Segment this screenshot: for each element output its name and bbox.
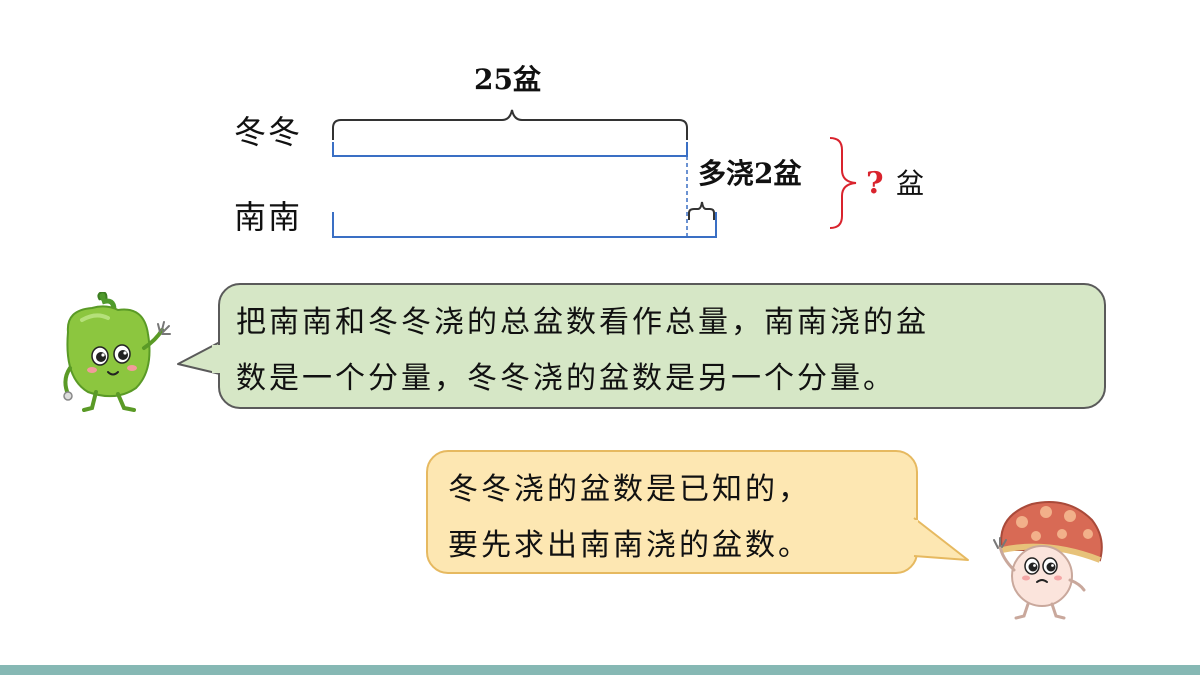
green-bubble-line-1: 把南南和冬冬浇的总盆数看作总量，南南浇的盆: [236, 305, 929, 340]
pepper-character: [63, 292, 171, 412]
row-label-nannan: 南南: [234, 198, 302, 236]
row-label-dongdong: 冬冬: [234, 113, 302, 151]
footer-bar: [0, 665, 1200, 675]
line-segment-diagram: 冬冬 南南 25盆 多浇2盆 ? 盆: [234, 63, 924, 238]
dongdong-bar: [332, 142, 688, 157]
top-brace: [332, 109, 688, 140]
green-bubble-tail: [177, 341, 221, 375]
top-brace-label: 25盆: [474, 63, 542, 96]
total-unit: 盆: [896, 167, 924, 200]
yellow-bubble-tail: [912, 517, 969, 561]
yellow-bubble-line-1: 冬冬浇的盆数是已知的，: [448, 472, 811, 507]
total-question-mark: ?: [866, 166, 884, 201]
mushroom-character: [993, 501, 1103, 620]
green-bubble-tail-cover: [212, 345, 226, 373]
yellow-speech-bubble: 冬冬浇的盆数是已知的， 要先求出南南浇的盆数。: [426, 450, 918, 574]
extra-brace: [688, 201, 715, 220]
green-speech-bubble: 把南南和冬冬浇的总盆数看作总量，南南浇的盆 数是一个分量，冬冬浇的盆数是另一个分…: [218, 283, 1106, 409]
green-bubble-line-2: 数是一个分量，冬冬浇的盆数是另一个分量。: [236, 361, 896, 396]
total-brace: [829, 137, 857, 229]
nannan-bar: [332, 212, 717, 238]
yellow-bubble-line-2: 要先求出南南浇的盆数。: [448, 528, 811, 563]
extra-label: 多浇2盆: [698, 157, 802, 190]
